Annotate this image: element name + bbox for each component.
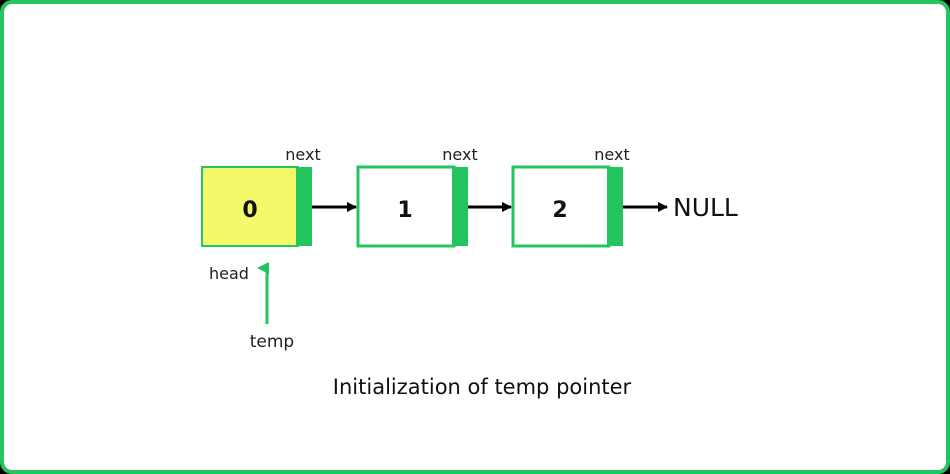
node-2-next-label: next [594,145,629,164]
node-1-value: 1 [397,198,412,223]
node-2-next-bar [607,167,623,246]
node-0-next-bar [296,167,312,246]
node-2-value: 2 [552,198,567,223]
node-0-data-box [201,166,299,247]
node-1-next-bar [452,167,468,246]
list-node-1: 1 next [356,145,478,248]
temp-pointer-label: temp [250,332,294,352]
list-node-2: 2 next [511,145,630,248]
list-node-0: 0 next [201,145,321,247]
null-label: NULL [673,193,738,222]
node-0-next-label: next [285,145,320,164]
diagram-caption: Initialization of temp pointer [333,375,632,399]
node-0-value: 0 [242,198,257,223]
node-1-next-label: next [442,145,477,164]
head-label: head [209,264,249,283]
node-1-data-box [356,165,456,248]
